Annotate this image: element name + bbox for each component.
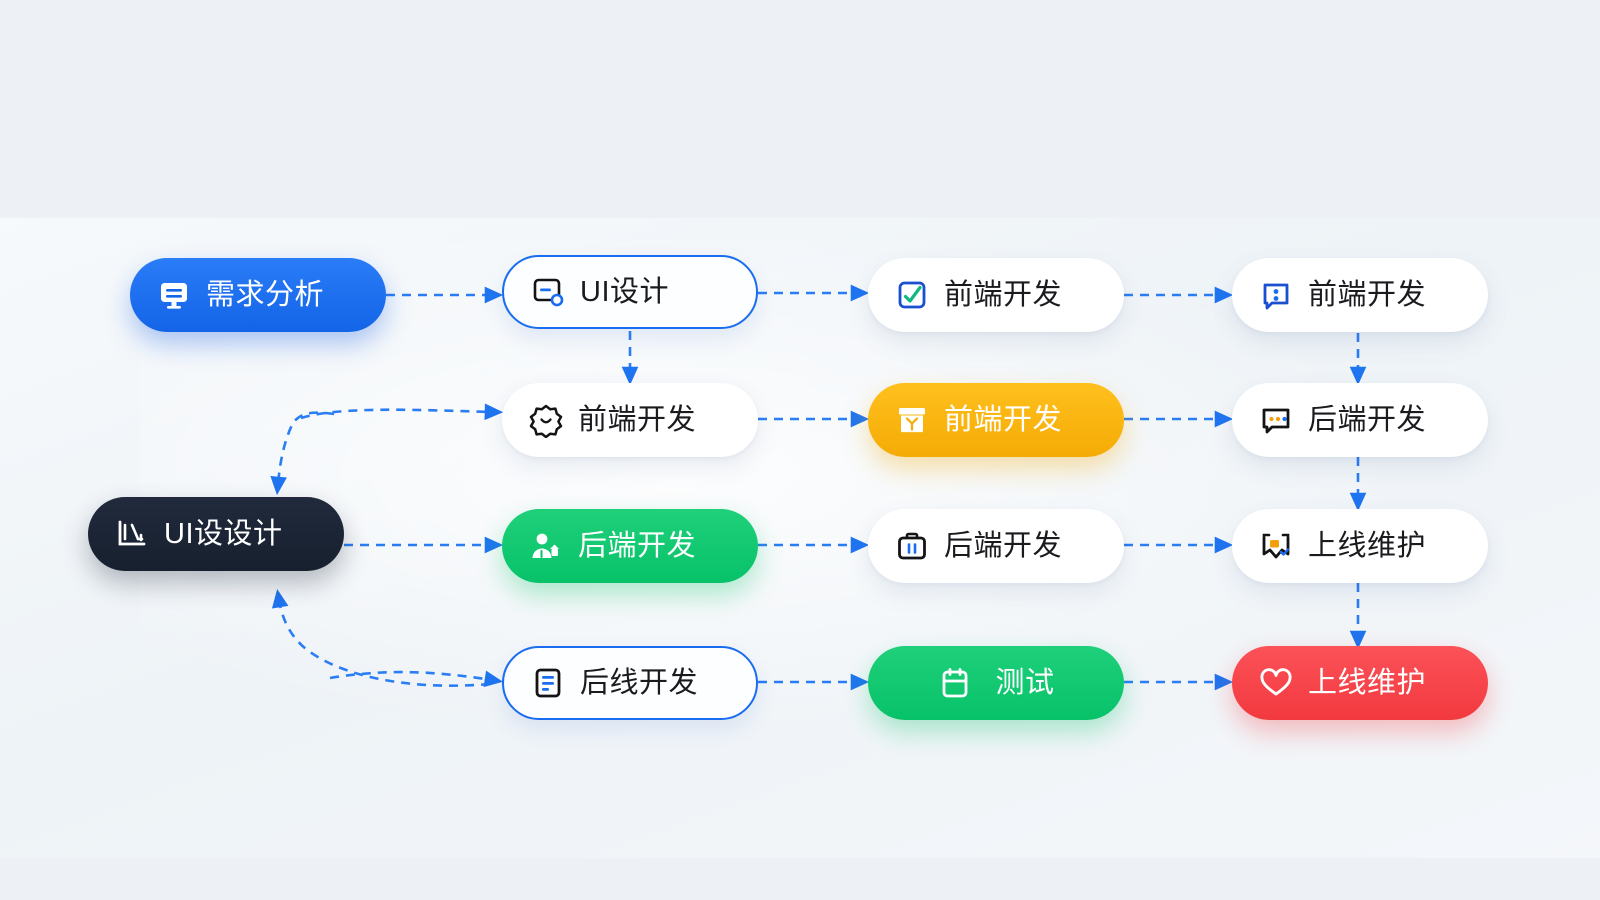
document-lines-icon <box>156 277 192 313</box>
node-label: 后端开发 <box>1308 403 1427 436</box>
gear-smile-icon <box>528 402 564 439</box>
node-ui-design-dark[interactable]: UI设设计 <box>88 497 344 571</box>
image-bookmark-icon <box>1258 528 1294 564</box>
node-label: 前端开发 <box>944 403 1063 436</box>
node-backend-dev-1[interactable]: 后端开发 <box>1232 383 1488 457</box>
edge-n12-n8 <box>271 588 491 687</box>
node-frontend-dev-4[interactable]: 前端开发 <box>868 383 1124 457</box>
edge-n8-n5-out <box>300 403 504 421</box>
archive-box-icon <box>894 402 930 438</box>
layout-dot-icon <box>530 274 566 310</box>
node-label: 前端开发 <box>1308 278 1427 311</box>
node-label: 前端开发 <box>578 403 697 436</box>
node-frontend-dev-3[interactable]: 前端开发 <box>502 383 758 457</box>
bar-chart-icon <box>114 516 150 552</box>
calendar-icon <box>937 665 973 701</box>
node-launch-maintain-1[interactable]: 上线维护 <box>1232 509 1488 583</box>
node-backline-dev[interactable]: 后线开发 <box>502 646 758 720</box>
node-requirement-analysis[interactable]: 需求分析 <box>130 258 386 332</box>
node-testing[interactable]: 测试 <box>868 646 1124 720</box>
node-label: 后端开发 <box>578 529 697 562</box>
node-backend-dev-2[interactable]: 后端开发 <box>502 509 758 583</box>
edge-n12-branch <box>329 670 504 688</box>
node-label: UI设计 <box>580 275 670 308</box>
document-text-icon <box>530 665 566 701</box>
node-label: 前端开发 <box>944 278 1063 311</box>
checkbox-check-icon <box>894 277 930 313</box>
node-ui-design[interactable]: UI设计 <box>502 255 758 329</box>
node-backend-dev-3[interactable]: 后端开发 <box>868 509 1124 583</box>
chat-contact-icon <box>1258 277 1294 313</box>
user-avatar-icon <box>528 528 564 564</box>
node-label: 上线维护 <box>1308 666 1427 699</box>
node-label: UI设设计 <box>164 517 283 550</box>
node-label: 后线开发 <box>580 666 699 699</box>
node-label: 上线维护 <box>1308 529 1427 562</box>
heart-icon <box>1258 665 1294 701</box>
chat-dots-icon <box>1258 402 1294 438</box>
node-label: 需求分析 <box>206 278 325 311</box>
edge-n8-n5 <box>270 411 335 496</box>
node-label: 测试 <box>995 666 1055 699</box>
node-launch-maintain-2[interactable]: 上线维护 <box>1232 646 1488 720</box>
node-label: 后端开发 <box>944 529 1063 562</box>
node-frontend-dev-2[interactable]: 前端开发 <box>1232 258 1488 332</box>
briefcase-icon <box>894 528 930 564</box>
node-frontend-dev-1[interactable]: 前端开发 <box>868 258 1124 332</box>
